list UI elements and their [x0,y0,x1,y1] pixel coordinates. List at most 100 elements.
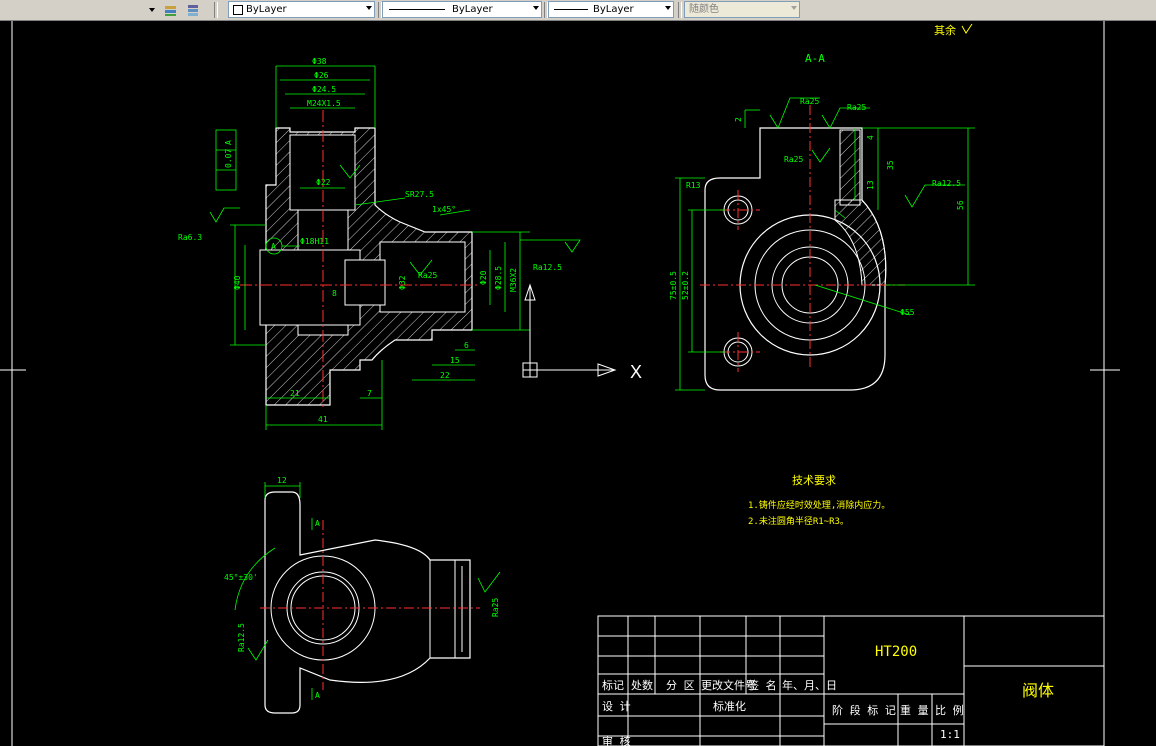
chevron-down-icon[interactable] [366,6,372,10]
front-thread-bore [379,241,466,313]
roughness-ra25: Ra25 [491,598,500,617]
tb-count: 处数 [631,679,653,692]
dim-2: 2 [734,117,743,122]
toolbar-separator [544,2,548,18]
tb-sign: 签 名 [748,678,777,692]
tech-req-item-1: 1.铸件应经时效处理,消除内应力。 [748,499,890,511]
dim-d18: Φ18H11 [300,237,329,246]
roughness-ra25-a: Ra25 [800,97,819,106]
roughness-ra25-b: Ra25 [847,103,866,112]
dim-d40: Φ40 [233,275,242,290]
layer-previous-icon[interactable] [186,2,200,16]
dim-21: 21 [290,389,300,398]
toolbar-separator [378,2,382,18]
dim-7: 7 [367,389,372,398]
technical-requirements: 技术要求 1.铸件应经时效处理,消除内应力。 2.未注圆角半径R1~R3。 [748,474,890,527]
dim-d20: Φ20 [479,270,488,285]
color-control[interactable]: ByLayer [228,1,375,18]
toolbar-separator [678,2,682,18]
tb-scale: 比 例 [935,703,964,717]
dim-41: 41 [318,415,328,424]
section-title: A-A [805,52,825,65]
color-control-label: ByLayer [246,4,287,15]
dim-chamfer: 1x45° [432,205,456,214]
section-mark-top: A [315,519,320,528]
chevron-down-icon[interactable] [149,8,155,12]
linetype-control[interactable]: ByLayer [382,1,542,18]
lineweight-control-label: ByLayer [593,4,634,15]
roughness-ra25-c: Ra25 [784,155,803,164]
chevron-down-icon[interactable] [665,6,671,10]
lineweight-control[interactable]: ByLayer [548,1,674,18]
tb-review: 审 核 [602,734,631,746]
section-mark-bottom: A [315,691,320,700]
dim-52: 52±0.2 [681,271,690,300]
dim-m24: M24X1.5 [307,99,341,108]
top-view: 12 45°±30' A A Ra25 Ra12.5 [224,476,501,714]
tb-zone: 分 区 [666,679,695,692]
plotstyle-control-label: 随颜色 [689,4,719,15]
tb-scale-value: 1:1 [940,728,960,741]
ucs-x-label: X [630,362,642,382]
ucs-icon: X [522,283,642,382]
properties-toolbar: ByLayer ByLayer ByLayer 随颜色 [0,0,1156,21]
drawing-canvas[interactable]: 其余 [0,21,1156,746]
chevron-down-icon[interactable] [533,6,539,10]
dim-12: 12 [277,476,287,485]
dim-75: 75±0.5 [669,271,678,300]
front-view: Φ38 Φ26 Φ24.5 M24X1.5 Φ22 SR27.5 1x45° R… [178,57,581,430]
dim-d32: Φ32 [398,275,407,290]
tolerance-value: 0.07 [224,149,233,168]
tb-stage: 阶 段 标 记 [832,703,896,717]
layer-states-icon[interactable] [164,2,178,16]
dim-sr27: SR27.5 [405,190,434,199]
dim-angle: 45°±30' [224,573,258,582]
section-neck-hatch [839,129,861,206]
dim-22: 22 [440,371,450,380]
toolbar-separator [214,2,218,18]
dim-13: 13 [866,180,875,190]
dim-d28-5: Φ28.5 [494,266,503,290]
dim-56: 56 [956,200,965,210]
tech-req-title: 技术要求 [792,474,836,487]
tb-std: 标准化 [713,699,746,713]
dim-35: 35 [886,160,895,170]
plotstyle-control[interactable]: 随颜色 [684,1,800,18]
dim-4: 4 [866,135,875,140]
linetype-control-label: ByLayer [452,4,493,15]
part-name: 阀体 [1022,681,1054,700]
material-label: HT200 [875,644,917,660]
roughness-ra12-5: Ra12.5 [932,179,961,188]
dim-d26: Φ26 [314,71,329,80]
roughness-ra12-5: Ra12.5 [533,263,562,272]
roughness-symbol-icon [961,23,973,34]
roughness-ra12-5: Ra12.5 [237,623,246,652]
tb-marker: 标记 [602,678,624,692]
dim-15: 15 [450,356,460,365]
dim-d22: Φ22 [316,178,331,187]
datum-label: A [224,140,233,145]
front-passage [344,259,386,306]
dim-8: 8 [332,289,337,298]
dim-d24-5: Φ24.5 [312,85,336,94]
section-view-aa: A-A [669,52,975,391]
color-swatch-icon [233,5,243,15]
dim-d55: Φ55 [900,308,915,317]
tb-doc: 更改文件号 [701,678,756,692]
dim-r13: R13 [686,181,701,190]
dim-d38: Φ38 [312,57,327,66]
dim-6: 6 [464,341,469,350]
datum-circle-label: A [271,242,276,251]
tb-weight: 重 量 [900,703,929,717]
dim-m36: M36X2 [509,268,518,292]
roughness-ra25: Ra25 [418,271,437,280]
top-outline [264,491,471,714]
roughness-ra6-3: Ra6.3 [178,233,202,242]
linetype-sample [389,9,445,10]
other-roughness-note: 其余 [934,23,956,37]
section-hatch [834,199,887,286]
front-cavity [259,249,361,326]
lineweight-sample [554,9,588,10]
tb-date: 年、月、日 [782,678,837,692]
chevron-down-icon[interactable] [791,6,797,10]
